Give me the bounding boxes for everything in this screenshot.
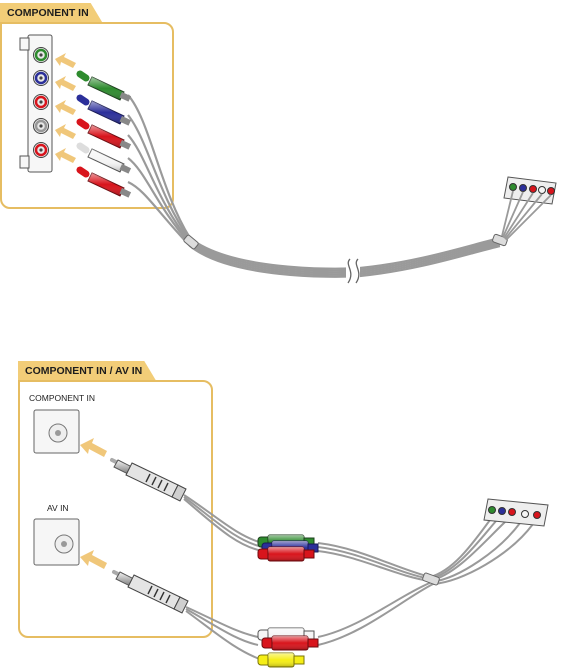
component-plugs: [80, 74, 131, 198]
red-audio-plug: [80, 170, 131, 198]
adapter-cables: [184, 495, 533, 660]
component-port-red: [34, 95, 49, 110]
yellow-breakout-plug: [258, 653, 304, 667]
av-in-jack: [34, 519, 79, 565]
component-in-jack: [34, 410, 79, 453]
component-port-blue: [34, 71, 49, 86]
device-connector-top: [502, 177, 556, 240]
cable-break-mark: [346, 259, 360, 283]
insert-arrows-top: [55, 53, 76, 163]
component-mini-jack-plug: [112, 460, 186, 501]
av-mini-jack-plug: [114, 572, 188, 613]
component-port-green: [34, 48, 49, 63]
component-port-red-audio: [34, 143, 49, 158]
component-port-panel: [20, 35, 52, 172]
av-breakout-plugs: [258, 628, 318, 667]
insert-arrows-bottom: [80, 438, 107, 569]
blue-plug: [80, 98, 131, 126]
component-cable-bundle: [128, 95, 500, 277]
green-plug: [80, 74, 131, 102]
device-connector-bottom: [484, 499, 548, 526]
red-plug: [80, 122, 131, 150]
white-plug: [80, 146, 131, 174]
component-port-white: [34, 119, 49, 134]
component-video-breakout-plugs: [258, 535, 318, 561]
